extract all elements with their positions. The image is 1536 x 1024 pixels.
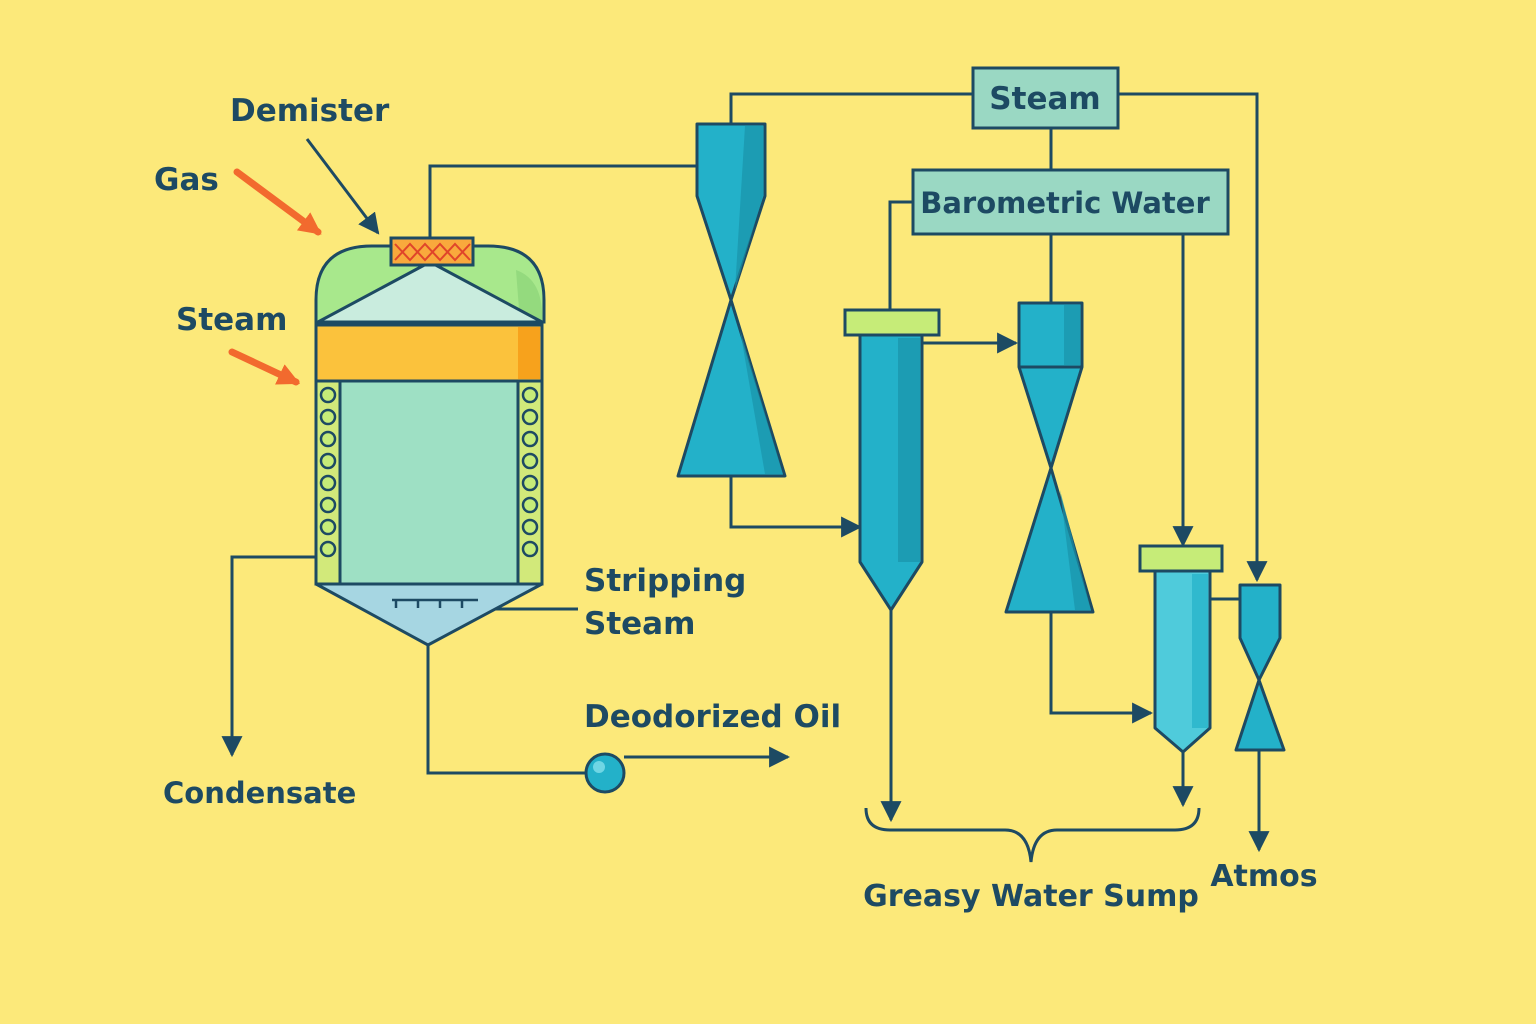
packing-band <box>314 323 544 383</box>
barometric-condenser-1 <box>843 308 941 612</box>
condensate-line <box>221 555 318 758</box>
barometric-water-box: Barometric Water <box>911 168 1230 236</box>
ejector-2-to-condenser-2 <box>1049 612 1154 724</box>
stripping-steam-label-line1: Stripping <box>584 563 746 599</box>
gas-inlet-arrow-icon <box>233 168 322 236</box>
vessel-bottom-cone <box>315 582 543 647</box>
sump-brace <box>864 807 1201 863</box>
steam-to-ejector-1 <box>729 92 973 126</box>
vapor-line <box>428 164 700 240</box>
demister-mesh-icon <box>389 236 475 267</box>
barometric-water-label: Barometric Water <box>920 186 1210 220</box>
condensate-label: Condensate <box>163 776 356 810</box>
vessel-inner-cone <box>317 260 543 324</box>
atmos-label: Atmos <box>1210 859 1317 894</box>
greasy-water-sump-label: Greasy Water Sump <box>863 879 1199 914</box>
vessel-body <box>314 379 544 586</box>
stripping-steam-label-line2: Steam <box>584 606 695 642</box>
heating-coil-left <box>319 386 337 558</box>
steam-ejector-1 <box>676 122 787 478</box>
barometric-condenser-2 <box>1138 544 1224 754</box>
pipe-network <box>221 92 1270 853</box>
deodorizer-vessel <box>314 236 546 647</box>
steam-to-ejector-3 <box>1118 92 1268 583</box>
deodorized-oil-label: Deodorized Oil <box>584 699 841 735</box>
steam-inlet-arrow-icon <box>228 348 301 386</box>
demister-pointer-arrow-icon <box>305 138 380 235</box>
steam-inlet-label: Steam <box>176 302 287 338</box>
ejector-1-to-condenser-1 <box>729 476 863 538</box>
demister-label: Demister <box>230 93 390 129</box>
steam-header-label: Steam <box>989 81 1100 117</box>
steam-ejector-3 <box>1234 583 1286 752</box>
steam-sparger <box>392 598 478 608</box>
water-to-condenser-1 <box>888 200 913 310</box>
steam-header-box: Steam <box>971 66 1120 130</box>
pump-circle-icon <box>584 752 626 794</box>
gas-label: Gas <box>154 162 219 198</box>
steam-ejector-2 <box>1004 301 1095 614</box>
oil-outlet-line <box>426 645 586 775</box>
heating-coil-right <box>521 386 539 558</box>
